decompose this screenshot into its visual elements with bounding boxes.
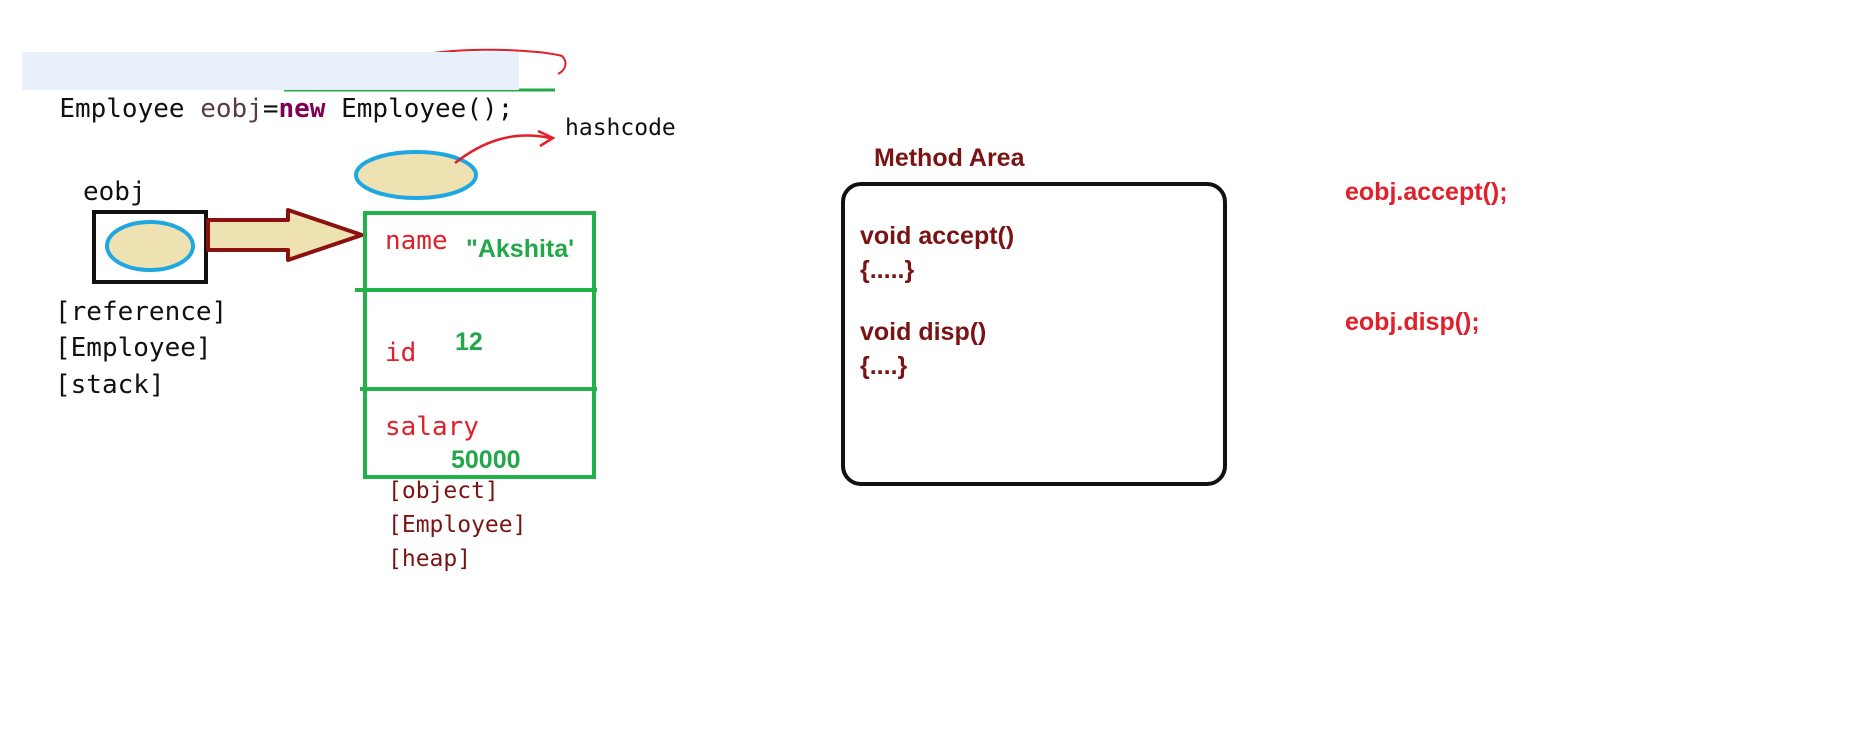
method-signature: void accept()	[860, 222, 1015, 250]
code-statement: Employee eobj=new Employee();	[22, 52, 520, 124]
code-constructor-call: Employee();	[341, 94, 514, 124]
method-body: {.....}	[860, 256, 915, 284]
object-box	[363, 211, 596, 479]
method-call: eobj.disp();	[1345, 308, 1480, 336]
code-variable: eobj	[200, 94, 263, 124]
hashcode-arrow-head	[537, 129, 556, 148]
field-name-value: "Akshita'	[466, 235, 575, 263]
method-area-title: Method Area	[874, 144, 1025, 172]
field-name-label: name	[385, 226, 448, 256]
reference-tag: [reference]	[55, 297, 228, 327]
field-salary-label: salary	[385, 412, 479, 442]
field-salary-value: 50000	[451, 446, 521, 474]
hashcode-arrow	[454, 134, 551, 164]
method-area-box	[841, 182, 1227, 486]
field-id-label: id	[385, 338, 417, 368]
reference-ellipse	[105, 220, 195, 272]
method-body: {....}	[860, 352, 908, 380]
reference-tag: [Employee]	[55, 333, 212, 363]
method-call: eobj.accept();	[1345, 178, 1508, 206]
reference-name: eobj	[83, 177, 146, 207]
code-type: Employee	[59, 94, 185, 124]
code-equals: =	[262, 94, 279, 124]
method-signature: void disp()	[860, 318, 987, 346]
field-id-value: 12	[455, 328, 483, 356]
reference-tag: [stack]	[55, 370, 165, 400]
hashcode-pen-mark	[419, 48, 567, 75]
hashcode-label: hashcode	[565, 115, 676, 141]
object-tag: [Employee]	[388, 512, 527, 538]
object-tag: [object]	[388, 478, 499, 504]
hashcode-ellipse	[354, 150, 478, 200]
object-tag: [heap]	[388, 546, 472, 572]
code-new-keyword: new	[278, 94, 326, 124]
reference-arrow	[206, 208, 364, 262]
